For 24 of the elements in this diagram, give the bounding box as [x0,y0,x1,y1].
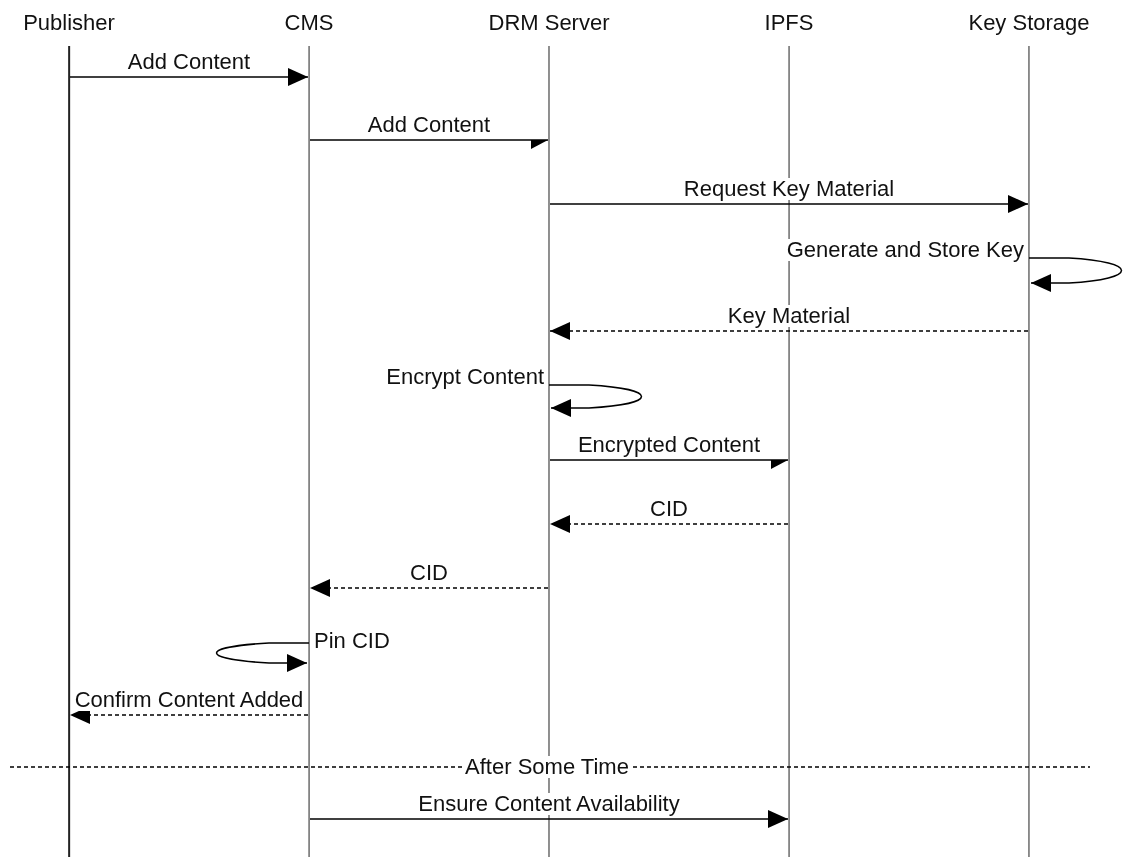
separator-label: After Some Time [463,756,631,778]
participant-name: Key Storage [968,12,1090,34]
participant-name: DRM Server [488,12,610,34]
participant-name: Publisher [23,12,115,34]
edge-label: Generate and Store Key [785,239,1025,261]
message-arrow [69,68,309,86]
message-arrow [549,459,789,469]
edge-label: Ensure Content Availability [417,793,681,815]
edge-label: Encrypt Content [385,366,545,388]
message-arrow [1028,257,1123,292]
message-arrow [215,642,310,672]
message-arrow [549,322,1029,340]
edge-label: Request Key Material [682,178,896,200]
message-arrow [309,579,549,597]
message-arrow [549,515,789,533]
edge-label: Encrypted Content [576,434,762,456]
participant-name: IPFS [764,12,814,34]
message-arrow [548,384,643,417]
message-arrow [549,195,1029,213]
message-arrow [309,139,549,149]
edge-label: Confirm Content Added [73,689,305,711]
message-arrow [309,810,789,828]
participant-name: CMS [284,12,334,34]
edge-label: Key Material [726,305,852,327]
